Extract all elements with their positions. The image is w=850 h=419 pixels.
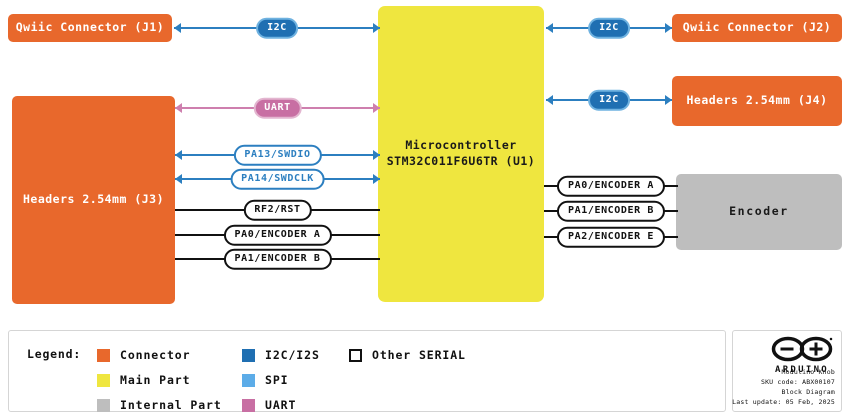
block-qwiic-connector-j2[interactable]: Qwiic Connector (J2) <box>672 14 842 42</box>
arrow-right-icon <box>665 23 672 33</box>
signal-label-pa1-encoder-b[interactable]: PA1/ENCODER B <box>556 200 666 222</box>
block-label: Headers 2.54mm (J4) <box>686 93 828 108</box>
block-headers-j3[interactable]: Headers 2.54mm (J3) <box>12 96 175 304</box>
connection-j3-mcu-swdio: PA13/SWDIO <box>175 144 380 166</box>
block-label: Qwiic Connector (J2) <box>682 20 832 35</box>
arrow-right-icon <box>373 23 380 33</box>
block-encoder[interactable]: Encoder <box>676 174 842 250</box>
legend-column-parts: Connector Main Part Internal Part <box>97 344 222 419</box>
arrow-right-icon <box>373 174 380 184</box>
connection-mcu-j4-i2c: I2C <box>546 89 672 111</box>
connection-j3-mcu-swdclk: PA14/SWDCLK <box>175 168 380 190</box>
legend-label: Connector <box>120 348 191 362</box>
legend-panel: Legend: Connector Main Part Internal Par… <box>8 330 726 412</box>
connection-mcu-j2-i2c: I2C <box>546 17 672 39</box>
block-label: Headers 2.54mm (J3) <box>22 192 165 207</box>
connection-j3-mcu-rst: RF2/RST <box>175 199 380 221</box>
block-label: Encoder <box>729 204 789 219</box>
bus-label-i2c[interactable]: I2C <box>256 17 298 39</box>
legend-column-other: Other SERIAL <box>349 344 466 369</box>
arrow-left-icon <box>546 23 553 33</box>
connection-mcu-encoder-a: PA0/ENCODER A <box>544 175 678 197</box>
info-panel: ARDUINO Modulino Knob SKU code: ABX00107… <box>732 330 842 412</box>
legend-column-buses: I2C/I2S SPI UART <box>242 344 320 419</box>
legend-item-internal-part: Internal Part <box>97 394 222 416</box>
block-label: Qwiic Connector (J1) <box>15 20 165 35</box>
legend-swatch-internal-part <box>97 398 110 412</box>
legend-title: Legend: <box>27 347 82 361</box>
legend-item-main-part: Main Part <box>97 369 222 391</box>
arrow-left-icon <box>175 174 182 184</box>
signal-label-rf2-rst[interactable]: RF2/RST <box>243 199 312 221</box>
bus-label-i2c[interactable]: I2C <box>588 17 630 39</box>
arduino-logo: ARDUINO <box>769 336 835 375</box>
arduino-infinity-icon <box>771 336 833 362</box>
info-last-update: Last update: 05 Feb, 2025 <box>732 397 835 406</box>
legend-label: SPI <box>265 373 289 387</box>
legend-item-other-serial: Other SERIAL <box>349 344 466 366</box>
legend-label: Other SERIAL <box>372 348 466 362</box>
info-metadata: Modulino Knob SKU code: ABX00107 Block D… <box>732 367 835 407</box>
arrow-right-icon <box>373 103 380 113</box>
signal-label-pa1-encoder-b[interactable]: PA1/ENCODER B <box>223 248 332 270</box>
mcu-title: Microcontroller <box>405 138 517 153</box>
arrow-right-icon <box>373 150 380 160</box>
arrow-right-icon <box>665 95 672 105</box>
bus-label-i2c[interactable]: I2C <box>588 89 630 111</box>
connection-j1-mcu-i2c: I2C <box>174 17 380 39</box>
info-sku: SKU code: ABX00107 <box>760 377 835 386</box>
legend-swatch-other-serial <box>349 348 362 362</box>
arrow-left-icon <box>174 23 181 33</box>
legend-label: Internal Part <box>120 398 222 412</box>
block-headers-j4[interactable]: Headers 2.54mm (J4) <box>672 76 842 126</box>
legend-swatch-i2c-i2s <box>242 348 255 362</box>
signal-label-pa0-encoder-a[interactable]: PA0/ENCODER A <box>556 175 666 197</box>
legend-swatch-spi <box>242 373 255 387</box>
signal-label-pa13-swdio[interactable]: PA13/SWDIO <box>233 144 322 166</box>
signal-label-pa14-swdclk[interactable]: PA14/SWDCLK <box>230 168 325 190</box>
signal-label-pa0-encoder-a[interactable]: PA0/ENCODER A <box>223 224 332 246</box>
arduino-wordmark: ARDUINO <box>774 365 830 375</box>
legend-item-i2c-i2s: I2C/I2S <box>242 344 320 366</box>
connection-j3-mcu-encoder-b: PA1/ENCODER B <box>175 248 380 270</box>
legend-item-uart: UART <box>242 394 320 416</box>
legend-swatch-connector <box>97 348 110 362</box>
connection-mcu-encoder-e: PA2/ENCODER E <box>544 226 678 248</box>
block-microcontroller[interactable]: Microcontroller STM32C011F6U6TR (U1) <box>378 6 544 302</box>
mcu-partnumber: STM32C011F6U6TR (U1) <box>386 154 536 168</box>
legend-label: UART <box>265 398 297 412</box>
legend-label: Main Part <box>120 373 191 387</box>
arrow-left-icon <box>175 150 182 160</box>
legend-swatch-uart <box>242 398 255 412</box>
connection-j3-mcu-encoder-a: PA0/ENCODER A <box>175 224 380 246</box>
legend-swatch-main-part <box>97 373 110 387</box>
signal-label-pa2-encoder-e[interactable]: PA2/ENCODER E <box>556 226 666 248</box>
bus-label-uart[interactable]: UART <box>253 97 302 119</box>
info-product: Modulino Knob <box>781 367 835 376</box>
legend-item-spi: SPI <box>242 369 320 391</box>
arrow-left-icon <box>175 103 182 113</box>
arrow-left-icon <box>546 95 553 105</box>
legend-item-connector: Connector <box>97 344 222 366</box>
connection-mcu-encoder-b: PA1/ENCODER B <box>544 200 678 222</box>
info-doc-type: Block Diagram <box>781 387 835 396</box>
connection-j3-mcu-uart: UART <box>175 97 380 119</box>
legend-label: I2C/I2S <box>265 348 320 362</box>
block-qwiic-connector-j1[interactable]: Qwiic Connector (J1) <box>8 14 172 42</box>
